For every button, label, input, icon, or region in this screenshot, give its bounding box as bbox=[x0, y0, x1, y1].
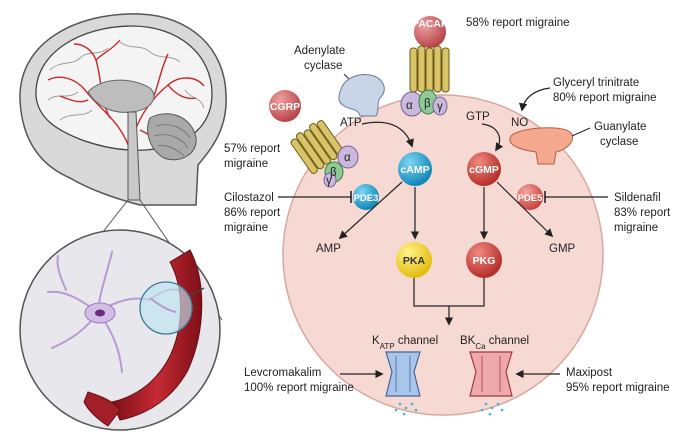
gtn-name: Glyceryl trinitrate bbox=[553, 77, 639, 89]
cilostazol-report-2: migraine bbox=[224, 222, 268, 234]
camp-label: cAMP bbox=[400, 164, 429, 176]
gtn-to-no-arrow bbox=[518, 87, 551, 112]
amp-label: AMP bbox=[316, 243, 341, 255]
neurovascular-inset bbox=[19, 229, 221, 431]
cgrp-label: CGRP bbox=[270, 101, 300, 113]
gtp-to-cgmp-arrow bbox=[481, 123, 504, 152]
sildenafil-name: Sildenafil bbox=[614, 192, 661, 204]
katp-channel bbox=[385, 351, 421, 416]
kinase-to-channel-connector bbox=[413, 278, 485, 326]
corpus-callosum bbox=[87, 79, 155, 113]
sildenafil-report-1: 83% report bbox=[614, 207, 671, 219]
guanylate-cyclase-shape bbox=[509, 127, 574, 165]
cgrp-report-2: migraine bbox=[224, 158, 268, 170]
head-illustration bbox=[19, 13, 227, 206]
pde5-label: PDE5 bbox=[518, 193, 544, 204]
pacap-g-gamma bbox=[432, 96, 448, 116]
sildenafil-report-2: migraine bbox=[614, 222, 658, 234]
blood-vessel-branch bbox=[83, 391, 121, 427]
guanylate-cyclase-leader bbox=[571, 127, 591, 137]
cgrp-g-alpha bbox=[337, 145, 359, 169]
pkg-node bbox=[466, 242, 502, 278]
pacap-report: 58% report migraine bbox=[466, 17, 570, 29]
camp-to-amp-arrow bbox=[338, 181, 403, 240]
levcromakalim-report: 100% report migraine bbox=[244, 382, 354, 394]
maxipost-report: 95% report migraine bbox=[566, 382, 670, 394]
pde5-node bbox=[517, 184, 543, 210]
adenylate-cyclase-group: Adenylate cyclase bbox=[294, 45, 385, 117]
maxipost-name: Maxipost bbox=[566, 367, 613, 379]
pde3-label: PDE3 bbox=[354, 193, 379, 204]
cgrp-receptor-group: CGRP α β γ 57% report migraine bbox=[224, 90, 359, 188]
cgmp-label: cGMP bbox=[469, 164, 499, 176]
atp-to-camp-arrow bbox=[361, 121, 414, 148]
pacap-ligand bbox=[414, 16, 446, 48]
atp-label: ATP bbox=[340, 117, 362, 129]
guanylate-cyclase-label-1: Guanylate bbox=[594, 121, 646, 133]
adenylate-cyclase-label-1: Adenylate bbox=[294, 45, 345, 57]
pde3-node bbox=[353, 184, 379, 210]
cgrp-ligand bbox=[269, 90, 301, 122]
pacap-alpha-label: α bbox=[406, 100, 413, 112]
adenylate-cyclase-label-2: cyclase bbox=[304, 60, 342, 72]
pacap-beta-label: β bbox=[424, 98, 431, 110]
cilostazol-name: Cilostazol bbox=[224, 192, 274, 204]
gmp-label: GMP bbox=[549, 243, 576, 255]
cgrp-g-gamma bbox=[323, 172, 337, 188]
pka-label: PKA bbox=[403, 255, 426, 267]
pacap-receptor-group: PACAP 58% report migraine α β γ bbox=[400, 16, 570, 117]
pacap-gamma-label: γ bbox=[437, 101, 443, 113]
cgrp-alpha-label: α bbox=[344, 152, 351, 164]
cgrp-receptor-helices bbox=[290, 120, 345, 174]
guanylate-cyclase-label-2: cyclase bbox=[600, 136, 638, 148]
smooth-muscle-cell bbox=[282, 94, 604, 416]
levcromakalim-name: Levcromakalim bbox=[244, 367, 321, 379]
cgrp-report-1: 57% report bbox=[224, 143, 281, 155]
bkca-channel bbox=[469, 351, 513, 416]
katp-channel-label: KATP channel bbox=[372, 335, 438, 351]
gtn-report: 80% report migraine bbox=[553, 92, 657, 104]
neuron-nucleus bbox=[95, 309, 105, 317]
cgrp-beta-label: β bbox=[330, 167, 337, 179]
zoom-pointer bbox=[189, 287, 205, 297]
cgmp-to-gmp-arrow bbox=[496, 181, 554, 238]
camp-node bbox=[398, 152, 432, 186]
pacap-label: PACAP bbox=[412, 18, 448, 30]
cerebellum-folia bbox=[153, 124, 191, 157]
adenylate-cyclase-shape bbox=[338, 74, 385, 117]
cilostazol-report-1: 86% report bbox=[224, 207, 281, 219]
cgrp-gamma-label: γ bbox=[326, 175, 332, 187]
cgmp-node bbox=[467, 152, 501, 186]
pka-node bbox=[396, 242, 432, 278]
bkca-channel-label: BKCa channel bbox=[460, 335, 529, 351]
nerve-ending bbox=[149, 297, 177, 313]
no-label: NO bbox=[511, 117, 528, 129]
gtp-label: GTP bbox=[466, 111, 490, 123]
pacap-receptor-helices bbox=[409, 45, 450, 93]
pkg-label: PKG bbox=[473, 255, 496, 267]
